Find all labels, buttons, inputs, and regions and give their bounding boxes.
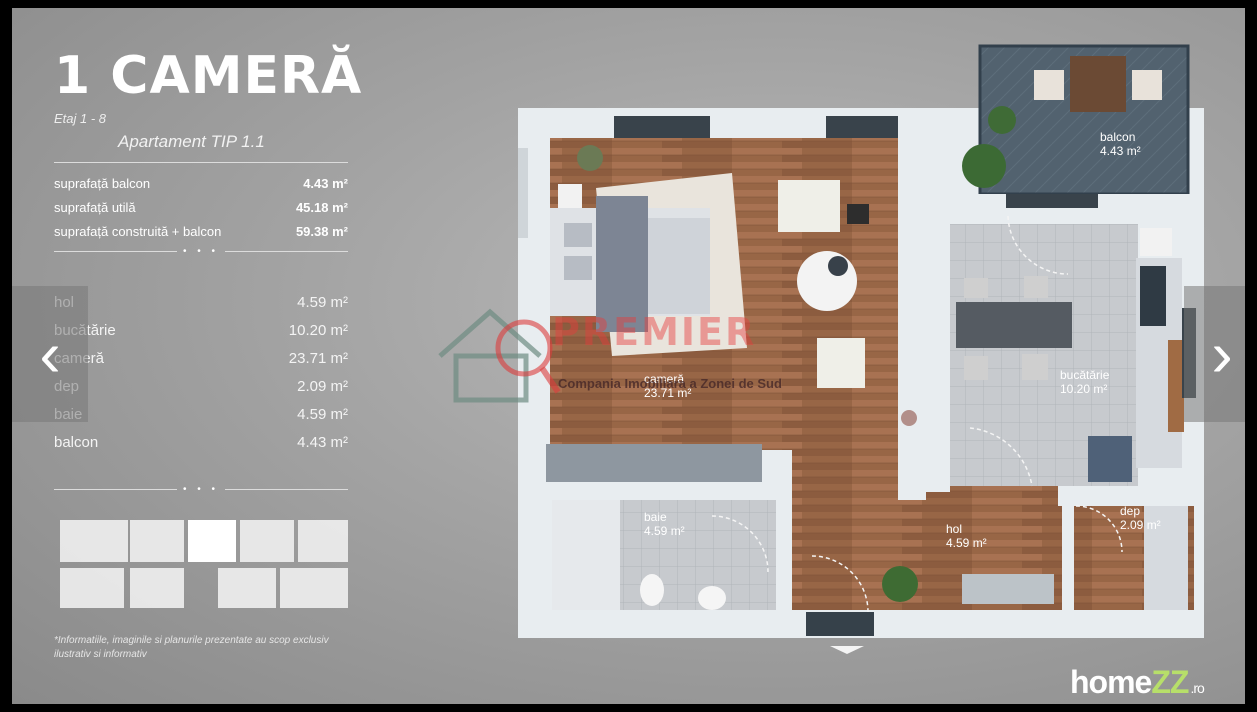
plan-label-dep: dep 2.09 m² xyxy=(1120,504,1161,532)
listing-image: balcon 4.43 m² cameră 23.71 m² bucătărie… xyxy=(12,8,1245,704)
room-row: bucătărie 10.20 m² xyxy=(54,322,348,339)
watermark-subtitle: Compania Imobiliara a Zonei de Sud xyxy=(558,376,782,391)
room-row: hol 4.59 m² xyxy=(54,294,348,311)
plan-label-baie: baie 4.59 m² xyxy=(644,510,685,538)
summary-label: suprafață utilă xyxy=(54,200,136,215)
plan-label-camera: cameră 23.71 m² xyxy=(644,372,691,400)
floor-plan xyxy=(518,44,1204,654)
watermark-brand: PREMIER xyxy=(552,310,757,354)
plan-room-area: 23.71 m² xyxy=(644,386,692,400)
chevron-left-icon: ‹ xyxy=(39,318,61,390)
summary-row: suprafață construită + balcon 59.38 m² xyxy=(54,224,348,239)
room-row: dep 2.09 m² xyxy=(54,378,348,395)
room-area: 4.59 m² xyxy=(297,406,348,423)
page-title: 1 CAMERĂ xyxy=(54,46,363,106)
summary-row: suprafață utilă 45.18 m² xyxy=(54,200,348,215)
divider xyxy=(54,162,348,163)
room-row: balcon 4.43 m² xyxy=(54,434,348,451)
plan-room-name: baie xyxy=(644,510,667,524)
dots-divider: • • • xyxy=(54,484,348,495)
homezz-logo: homeZZ.ro xyxy=(1070,664,1205,700)
summary-value: 59.38 m² xyxy=(295,224,348,239)
prev-image-button[interactable]: ‹ xyxy=(12,286,88,422)
plan-room-name: dep xyxy=(1120,504,1141,518)
watermark: PREMIER Compania Imobiliara a Zonei de S… xyxy=(432,304,852,414)
room-row: cameră 23.71 m² xyxy=(54,350,348,367)
selected-unit-marker xyxy=(188,520,236,562)
room-area: 4.43 m² xyxy=(297,434,348,451)
room-name: balcon xyxy=(54,434,99,451)
plan-room-area: 4.59 m² xyxy=(946,536,987,550)
dots-divider: • • • xyxy=(54,246,348,257)
chevron-right-icon: › xyxy=(1211,318,1233,390)
plan-room-area: 2.09 m² xyxy=(1120,518,1161,532)
plan-room-area: 10.20 m² xyxy=(1060,382,1108,396)
floor-range: Etaj 1 - 8 xyxy=(54,111,107,126)
next-image-button[interactable]: › xyxy=(1184,286,1245,422)
summary-label: suprafață balcon xyxy=(54,176,151,191)
room-row: baie 4.59 m² xyxy=(54,406,348,423)
plan-room-name: cameră xyxy=(644,372,685,386)
plan-room-name: balcon xyxy=(1100,130,1136,144)
plan-label-bucatarie: bucătărie 10.20 m² xyxy=(1060,368,1109,396)
plan-label-balcon: balcon 4.43 m² xyxy=(1100,130,1141,158)
room-area: 2.09 m² xyxy=(297,378,348,395)
summary-row: suprafață balcon 4.43 m² xyxy=(54,176,348,191)
apartment-type: Apartament TIP 1.1 xyxy=(118,132,265,151)
plan-room-area: 4.59 m² xyxy=(644,524,685,538)
plan-room-area: 4.43 m² xyxy=(1100,144,1141,158)
room-area: 10.20 m² xyxy=(288,322,348,339)
summary-value: 45.18 m² xyxy=(295,200,348,215)
plan-room-name: hol xyxy=(946,522,963,536)
summary-value: 4.43 m² xyxy=(303,176,348,191)
room-area: 23.71 m² xyxy=(288,350,348,367)
room-area: 4.59 m² xyxy=(297,294,348,311)
plan-label-hol: hol 4.59 m² xyxy=(946,522,987,550)
house-logo-icon xyxy=(438,308,561,403)
plan-room-name: bucătărie xyxy=(1060,368,1110,382)
disclaimer: *Informatiile, imaginile si planurile pr… xyxy=(54,635,329,660)
summary-label: suprafață construită + balcon xyxy=(54,224,222,239)
